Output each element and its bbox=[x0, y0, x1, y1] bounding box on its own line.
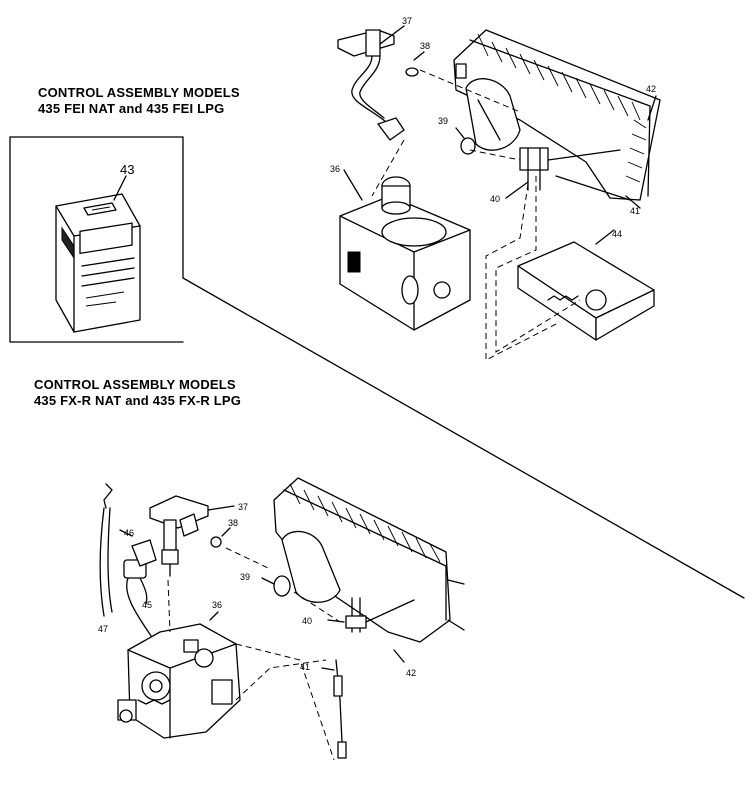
electrode-lead-41 bbox=[321, 659, 347, 759]
heading-bottom: CONTROL ASSEMBLY MODELS 435 FX-R NAT and… bbox=[34, 377, 241, 409]
callout-40-top: 40 bbox=[490, 194, 500, 204]
ignition-module-44 bbox=[517, 229, 655, 341]
leader-bottom-2 bbox=[235, 643, 335, 761]
leader-bottom-4 bbox=[235, 659, 327, 701]
leader-top-2 bbox=[469, 149, 521, 161]
callout-47: 47 bbox=[98, 624, 108, 634]
gas-valve-36-top bbox=[339, 139, 471, 331]
callout-36-top: 36 bbox=[330, 164, 340, 174]
pilot-assembly-37-top bbox=[337, 25, 405, 141]
inset-frame bbox=[9, 136, 184, 279]
leader-bottom-1 bbox=[167, 579, 171, 633]
wire-top-2 bbox=[485, 183, 561, 361]
callout-44: 44 bbox=[612, 229, 622, 239]
gas-valve-36-bottom bbox=[117, 611, 241, 739]
callout-43: 43 bbox=[120, 162, 134, 177]
burner-42-bottom bbox=[273, 477, 465, 663]
callout-46: 46 bbox=[124, 528, 134, 538]
leader-top-1 bbox=[419, 69, 521, 113]
leader-bottom-3 bbox=[225, 547, 269, 569]
callout-38-top: 38 bbox=[420, 41, 430, 51]
section-divider-line bbox=[182, 277, 745, 599]
wire-top-1 bbox=[495, 176, 581, 353]
callout-42-bottom: 42 bbox=[406, 668, 416, 678]
callout-39-bottom: 39 bbox=[240, 572, 250, 582]
callout-39-top: 39 bbox=[438, 116, 448, 126]
leader-bottom-5 bbox=[293, 591, 341, 623]
callout-38-bottom: 38 bbox=[228, 518, 238, 528]
callout-42-top: 42 bbox=[646, 84, 656, 94]
callout-37-top: 37 bbox=[402, 16, 412, 26]
pilot-assembly-37-bottom bbox=[149, 495, 235, 577]
callout-40-bottom: 40 bbox=[302, 616, 312, 626]
pilot-electrode-40-41-top bbox=[505, 147, 631, 201]
pilot-electrode-40-bottom bbox=[327, 597, 415, 633]
orifice-38-top bbox=[405, 51, 425, 77]
orifice-38-bottom bbox=[210, 527, 231, 548]
callout-41-top: 41 bbox=[630, 206, 640, 216]
callout-41-bottom: 41 bbox=[300, 662, 310, 672]
heading-top-line1: CONTROL ASSEMBLY MODELS bbox=[38, 85, 240, 100]
heading-top: CONTROL ASSEMBLY MODELS 435 FEI NAT and … bbox=[38, 85, 240, 117]
heading-bottom-line2: 435 FX-R NAT and 435 FX-R LPG bbox=[34, 393, 242, 408]
callout-37-bottom: 37 bbox=[238, 502, 248, 512]
callout-36-bottom: 36 bbox=[212, 600, 222, 610]
burner-42-top bbox=[453, 29, 661, 209]
part-39-bottom bbox=[261, 575, 291, 597]
heading-bottom-line1: CONTROL ASSEMBLY MODELS bbox=[34, 377, 236, 392]
wall-control-43 bbox=[55, 175, 141, 333]
heading-top-line2: 435 FEI NAT and 435 FEI LPG bbox=[38, 101, 225, 116]
thermocouple-46-47 bbox=[99, 483, 133, 617]
callout-45: 45 bbox=[142, 600, 152, 610]
